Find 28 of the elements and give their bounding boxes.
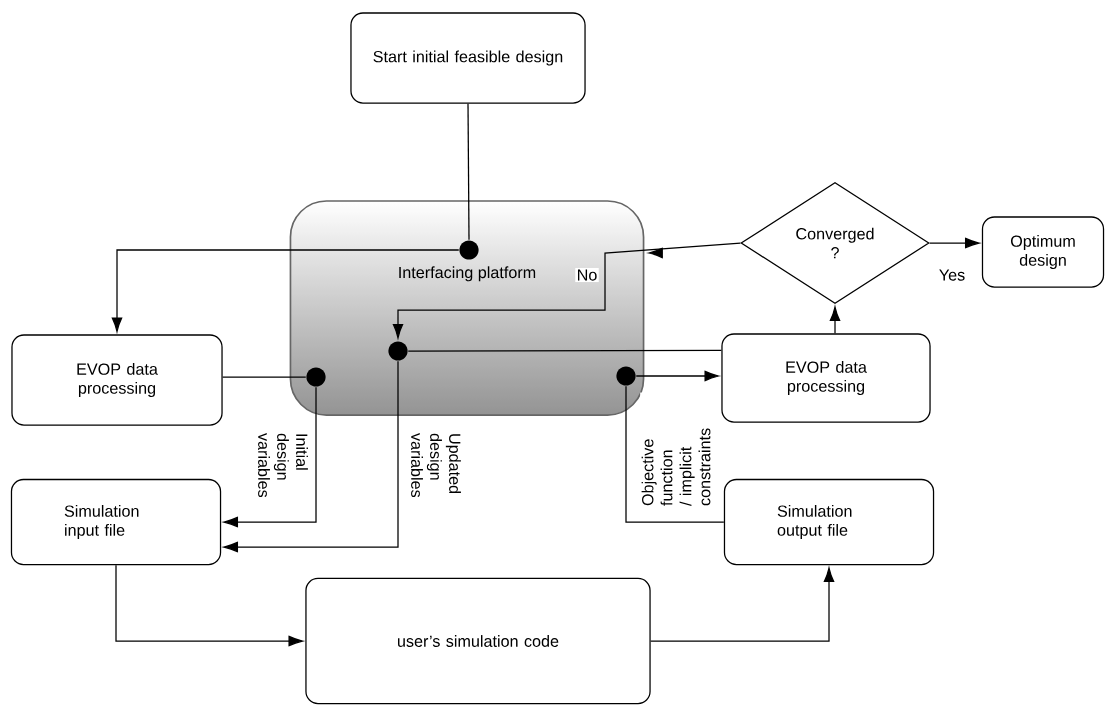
connector [223,386,317,528]
connector [111,249,460,333]
junction-dot [306,367,326,387]
junction-dot [616,366,636,386]
connector [650,567,835,642]
connector [829,306,841,334]
file-box: Simulation input file [10,478,222,566]
connector [407,349,722,352]
end-box: Optimum design [981,216,1105,288]
edge-label: Updated design variables [409,431,463,519]
file-box: Simulation output file [723,478,935,566]
edge-label: Yes [937,267,967,283]
connector [625,385,725,523]
edge-label: Initial design variables [256,431,310,519]
process-box: EVOP data processing [11,334,223,426]
junction-dot [388,341,408,361]
connector [222,376,307,378]
connector [929,237,980,249]
connector [392,242,741,339]
connector [467,103,470,241]
process-box: user’s simulation code [305,577,651,705]
connector [115,564,304,647]
junction-dot [459,240,479,260]
process-box: EVOP data processing [721,333,931,423]
start-box: Start initial feasible design [350,12,586,104]
edge-label: Objective function / implicit constraints [640,392,712,508]
connector [635,370,720,382]
connector [223,360,399,553]
